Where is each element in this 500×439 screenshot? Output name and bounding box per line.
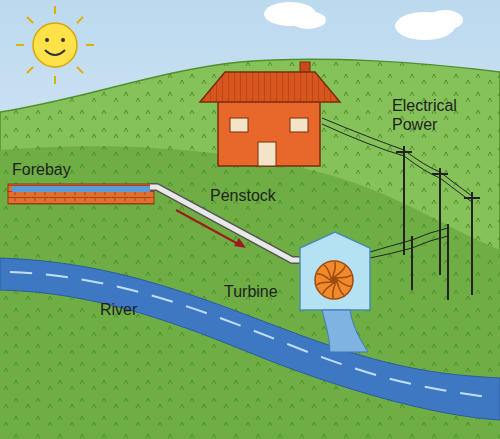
part-label: River [100, 300, 170, 319]
turbine-blade [338, 280, 351, 286]
sun-eye [61, 38, 65, 42]
power-wire [322, 124, 404, 156]
house-door [258, 142, 276, 166]
clouds [264, 2, 463, 40]
power-pole [403, 146, 405, 255]
turbine-blade [324, 265, 331, 278]
turbine-house [300, 232, 370, 352]
river-water [0, 258, 500, 420]
power-pole-arm [396, 151, 412, 153]
turbine-blade [333, 262, 336, 276]
house-roof [200, 72, 340, 102]
sun-ray [27, 17, 33, 23]
sun-ray [77, 17, 83, 23]
house-window [290, 118, 308, 132]
turbine-blade [323, 284, 333, 294]
sun-smile [45, 50, 65, 55]
turbine-blade [337, 275, 351, 278]
power-pole [439, 168, 441, 275]
river [0, 258, 500, 420]
power-pole [447, 224, 449, 300]
penstock [150, 187, 305, 260]
power-pole [471, 192, 473, 295]
sun-disc [33, 23, 77, 67]
sun-ray [54, 76, 56, 84]
power-wire [370, 236, 448, 258]
turbine-housing [300, 232, 370, 310]
hill [0, 59, 500, 439]
power-wire [404, 156, 472, 202]
house [200, 62, 340, 166]
power-wire [404, 150, 472, 196]
penstock-pipe [150, 187, 305, 260]
flow-arrowhead [234, 238, 246, 248]
turbine-hub [330, 276, 338, 284]
forebay-water [12, 186, 150, 192]
part-label: Forebay [12, 160, 122, 179]
cloud [427, 10, 463, 30]
power-pole-arm [464, 197, 480, 199]
turbine-blade [317, 274, 330, 280]
sun-eye [45, 38, 49, 42]
sun [16, 6, 94, 84]
power-wire [322, 118, 404, 150]
forebay [8, 184, 154, 204]
power-pole-arm [432, 173, 448, 175]
part-label: Turbine [224, 282, 294, 301]
forebay-wall [8, 184, 154, 204]
turbine-blades [317, 262, 352, 298]
part-label: Penstock [210, 186, 300, 205]
house-wall [218, 100, 320, 166]
power-pole [411, 236, 413, 290]
part-label: Electrical Power [392, 96, 494, 134]
turbine-blade [317, 282, 331, 285]
sun-ray [86, 44, 94, 46]
house-window [230, 118, 248, 132]
turbine-wheel [315, 261, 353, 299]
river-ripple [10, 272, 495, 398]
penstock-pipe-inner [150, 187, 305, 260]
sun-ray [54, 6, 56, 14]
sun-ray [77, 67, 83, 73]
turbine-blade [333, 284, 336, 298]
turbine-blade [335, 266, 345, 276]
turbine-blade [337, 282, 344, 295]
flow-arrow [176, 210, 240, 245]
sun-ray [27, 67, 33, 73]
cloud [290, 11, 326, 29]
grass-texture [0, 59, 500, 439]
sun-ray [16, 44, 24, 46]
outflow [322, 310, 368, 352]
